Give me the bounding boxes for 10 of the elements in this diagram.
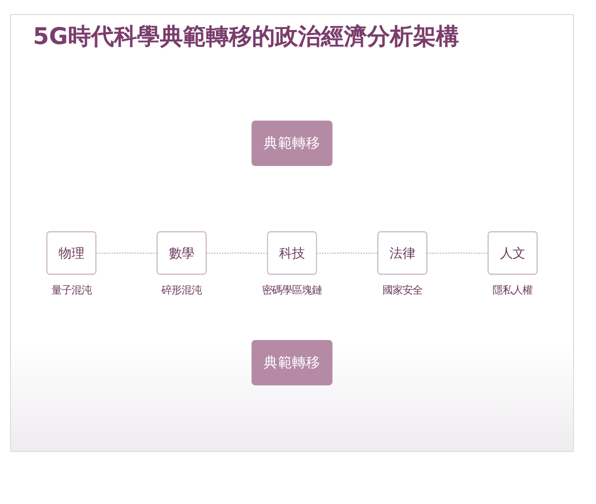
connector xyxy=(96,252,158,254)
node-caption: 國家安全 xyxy=(382,284,422,297)
connector xyxy=(426,252,489,254)
node-caption: 密碼學區塊鏈 xyxy=(262,284,322,297)
connector xyxy=(206,252,268,254)
node-caption: 量子混沌 xyxy=(51,284,92,297)
diagram-title: 5G時代科學典範轉移的政治經濟分析架構 xyxy=(33,23,460,52)
connector xyxy=(316,252,379,254)
node-caption: 碎形混沌 xyxy=(162,284,202,297)
node-caption: 隱私人權 xyxy=(492,284,533,297)
